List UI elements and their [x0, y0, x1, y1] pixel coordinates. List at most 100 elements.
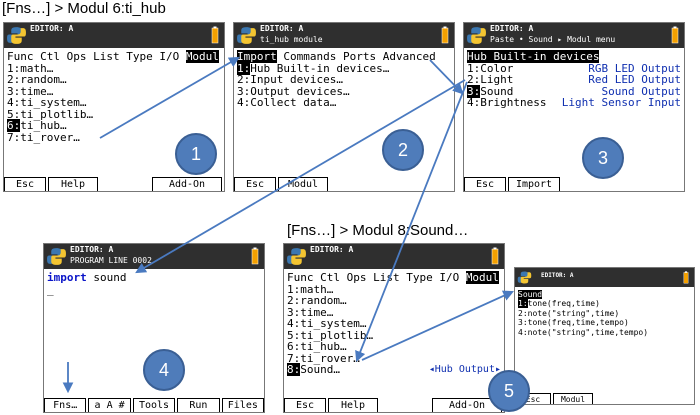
device-label: 4:Brightness	[467, 96, 547, 109]
menu-item[interactable]: 5:ti_plotlib…	[287, 328, 374, 342]
menu-tabs[interactable]: Func Ctl Ops List Type I/O	[287, 271, 466, 284]
menu-tabs[interactable]: Commands Ports Advanced	[276, 50, 436, 63]
help-softkey[interactable]: Help	[328, 398, 378, 412]
menu-item[interactable]: 2:random…	[287, 294, 347, 307]
tab-import[interactable]: Import	[237, 50, 277, 63]
battery-icon	[441, 26, 449, 44]
battery-icon	[491, 247, 499, 265]
step-badge-3: 3	[582, 137, 624, 179]
device-row-color[interactable]: 1:Color RGB LED Output	[467, 61, 681, 75]
menu-item[interactable]: 2:note("string",time)	[518, 308, 620, 318]
esc-softkey[interactable]: Esc	[284, 398, 326, 412]
esc-softkey[interactable]: Esc	[464, 177, 506, 191]
import-softkey[interactable]: Import	[508, 177, 560, 191]
code-text: sound	[86, 271, 127, 284]
softkey-bar: Esc Import	[464, 177, 684, 191]
step-badge-2: 2	[382, 129, 424, 171]
text-cursor: _	[47, 282, 54, 296]
esc-softkey[interactable]: Esc	[234, 177, 276, 191]
section-heading: Hub Built-in devices	[467, 50, 600, 63]
menu-item[interactable]: 3:time…	[7, 84, 54, 98]
arrow-5-to-6	[361, 290, 514, 361]
menu-item-ti-hub[interactable]: 6:ti_hub…	[7, 119, 67, 132]
editor-title: EDITOR: A	[260, 24, 304, 33]
title-bar: EDITOR: A PROGRAM LINE 0002	[44, 244, 264, 269]
menu-item[interactable]: 4:note("string",time,tempo)	[518, 327, 649, 337]
menu-item[interactable]: 7:ti_rover…	[7, 130, 80, 144]
softkey-bar: Esc Help Add-On	[284, 398, 504, 412]
help-softkey[interactable]: Help	[48, 177, 98, 191]
menu-bar: Func Ctl Ops List Type I/O Modul	[287, 271, 501, 284]
python-logo-icon	[287, 248, 306, 265]
editor-title: EDITOR: A	[70, 245, 114, 254]
title-bar: EDITOR: A	[4, 23, 224, 48]
python-logo-icon	[47, 248, 66, 265]
editor-subtitle: Paste • Sound ▸ Modul menu	[490, 35, 616, 44]
menu-bar: Import Commands Ports Advanced	[237, 50, 451, 63]
sound-menu-screen: EDITOR: A Sound 1:tone(freq,time) 2:note…	[514, 267, 695, 405]
hub-output-hint: ◂Hub Output▸	[428, 364, 501, 375]
device-label: 2:Light	[467, 73, 514, 86]
tab-modul[interactable]: Modul	[465, 271, 499, 284]
menu-item[interactable]: 3:time…	[287, 305, 334, 319]
menu-item-sound[interactable]: 8:Sound…◂Hub Output▸	[287, 363, 501, 376]
step-badge-1: 1	[175, 133, 217, 175]
python-logo-icon	[7, 27, 26, 44]
arrow-3-to-4	[135, 79, 466, 274]
menu-item[interactable]: 4:ti_system…	[287, 317, 367, 330]
files-softkey[interactable]: Files	[221, 398, 264, 412]
menu-tabs[interactable]: Func Ctl Ops List Type I/O	[7, 50, 186, 63]
title-bar: EDITOR: A ti_hub module	[234, 23, 454, 48]
menu-item[interactable]: 3:Output devices…	[237, 84, 350, 98]
char-softkey[interactable]: a A #	[88, 398, 131, 412]
menu-item-tone[interactable]: 1:tone(freq,time)	[518, 299, 600, 309]
menu-item-hub-built-in[interactable]: 1:Hub Built-in devices…	[237, 61, 390, 75]
editor-title: EDITOR: A	[310, 245, 354, 254]
menu-item[interactable]: 7:ti_rover…	[287, 351, 360, 365]
battery-icon	[683, 271, 689, 284]
battery-icon	[211, 26, 219, 44]
modul-softkey[interactable]: Modul	[278, 177, 328, 191]
softkey-bar: Esc Modul	[234, 177, 454, 191]
device-type: Red LED Output	[588, 73, 681, 86]
menu-item[interactable]: 2:Input devices…	[237, 73, 343, 86]
code-area[interactable]: import sound _	[47, 272, 261, 295]
editor-title: EDITOR: A	[541, 272, 574, 279]
python-logo-icon	[467, 27, 486, 44]
title-bar: EDITOR: A Paste • Sound ▸ Modul menu	[464, 23, 684, 48]
softkey-bar: Esc Help Add-On	[4, 177, 224, 191]
tab-modul[interactable]: Modul	[185, 50, 219, 63]
menu-item[interactable]: 2:random…	[7, 73, 67, 86]
battery-icon	[671, 26, 679, 44]
device-type: Light Sensor Input	[561, 96, 681, 109]
menu-item[interactable]: 4:Collect data…	[237, 96, 337, 109]
menu-item[interactable]: 1:math…	[287, 282, 334, 296]
python-logo-icon	[517, 271, 532, 284]
arrow-2-to-3	[429, 59, 464, 95]
menu-item[interactable]: 4:ti_system…	[7, 96, 87, 109]
device-label: 1:Color	[467, 61, 514, 75]
fns-softkey[interactable]: Fns…	[44, 398, 87, 412]
program-editor-screen: EDITOR: A PROGRAM LINE 0002 import sound…	[43, 243, 265, 413]
arrow-3-to-5	[355, 81, 468, 363]
menu-bar: Func Ctl Ops List Type I/O Modul	[7, 50, 221, 63]
menu-item[interactable]: 6:ti_hub…	[287, 340, 347, 353]
battery-icon	[251, 247, 259, 265]
add-on-softkey[interactable]: Add-On	[152, 177, 222, 191]
menu-item[interactable]: 1:math…	[7, 61, 54, 75]
editor-title: EDITOR: A	[490, 24, 534, 33]
menu-item[interactable]: 5:ti_plotlib…	[7, 107, 94, 121]
run-softkey[interactable]: Run	[177, 398, 220, 412]
step-badge-4: 4	[143, 349, 185, 391]
modul-softkey[interactable]: Modul	[553, 393, 593, 404]
title-bar: EDITOR: A	[515, 268, 694, 287]
esc-softkey[interactable]: Esc	[4, 177, 46, 191]
device-row-light[interactable]: 2:Light Red LED Output	[467, 74, 681, 86]
device-row-brightness[interactable]: 4:Brightness Light Sensor Input	[467, 97, 681, 109]
editor-title: EDITOR: A	[30, 24, 74, 33]
menu-item[interactable]: 3:tone(freq,time,tempo)	[518, 318, 629, 328]
tools-softkey[interactable]: Tools	[132, 398, 176, 412]
device-type: RGB LED Output	[588, 61, 681, 75]
